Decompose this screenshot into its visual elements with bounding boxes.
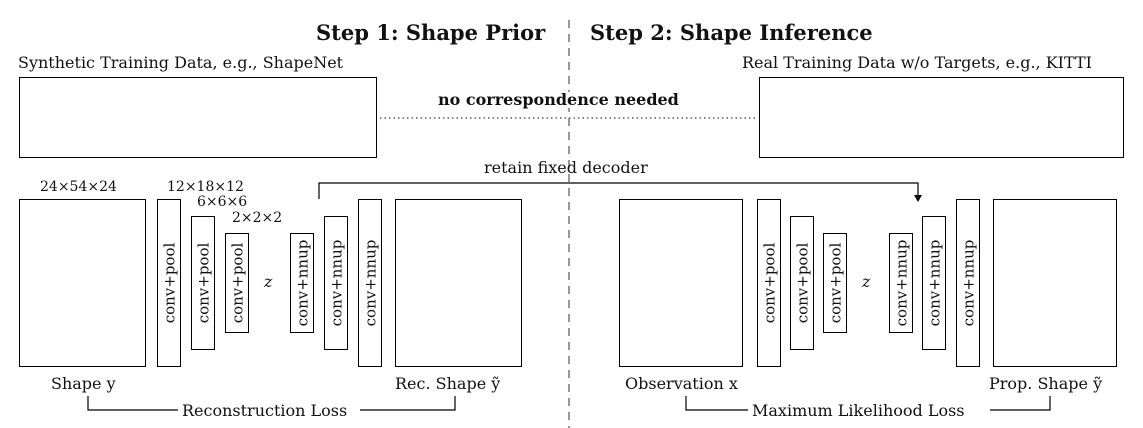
rec-shape-label: Rec. Shape ỹ	[395, 374, 501, 393]
inference-encoder-layer-2: conv+pool	[790, 216, 814, 350]
decoder-layer-3: conv+nnup	[358, 199, 382, 367]
inference-encoder-layer-3: conv+pool	[823, 233, 847, 333]
max-likelihood-loss-label: Maximum Likelihood Loss	[752, 401, 965, 420]
retain-decoder-arrow	[318, 182, 919, 199]
decoder-layer-2: conv+nnup	[324, 216, 348, 350]
dim-6x6x6: 6×6×6	[197, 194, 248, 210]
encoder-layer-1: conv+pool	[157, 199, 181, 367]
reconstruction-loss-label: Reconstruction Loss	[182, 401, 348, 420]
retain-decoder-label: retain fixed decoder	[484, 158, 648, 177]
no-correspondence-label: no correspondence needed	[436, 90, 681, 109]
latent-z-step1: z	[264, 272, 273, 291]
synthetic-data-box	[19, 77, 377, 158]
shape-y-box	[19, 199, 146, 367]
dim-12x18x12: 12×18×12	[167, 179, 244, 195]
step1-header: Step 1: Shape Prior	[316, 20, 546, 45]
decoder-layer-1: conv+nnup	[290, 233, 314, 333]
prop-shape-label: Prop. Shape ỹ	[989, 374, 1103, 393]
observation-label: Observation x	[625, 374, 738, 393]
real-data-label: Real Training Data w/o Targets, e.g., KI…	[742, 53, 1092, 72]
inference-encoder-layer-1: conv+pool	[757, 199, 781, 367]
fixed-decoder-layer-1: conv+nnup	[889, 233, 913, 333]
retain-decoder-arrowhead	[914, 195, 922, 202]
encoder-layer-3: conv+pool	[225, 233, 249, 333]
prop-shape-box	[993, 199, 1117, 367]
rec-shape-box	[395, 199, 522, 367]
max-likelihood-loss-bracket	[685, 396, 748, 411]
shape-y-label: Shape y	[51, 374, 116, 393]
step2-header: Step 2: Shape Inference	[590, 20, 873, 45]
dim-24x54x24: 24×54×24	[40, 179, 117, 195]
encoder-layer-2: conv+pool	[191, 216, 215, 350]
fixed-decoder-layer-2: conv+nnup	[922, 216, 946, 350]
dim-2x2x2: 2×2×2	[232, 210, 283, 226]
latent-z-step2: z	[862, 272, 871, 291]
fixed-decoder-layer-3: conv+nnup	[956, 199, 980, 367]
real-data-box	[759, 77, 1124, 158]
observation-box	[619, 199, 743, 367]
synthetic-data-label: Synthetic Training Data, e.g., ShapeNet	[18, 53, 344, 72]
reconstruction-loss-bracket	[87, 396, 178, 411]
